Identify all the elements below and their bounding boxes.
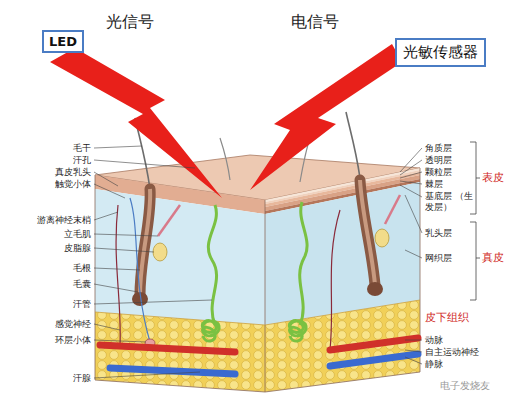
sweat-gland bbox=[300, 202, 307, 325]
leader-line bbox=[405, 357, 422, 364]
leader-line bbox=[94, 248, 154, 252]
sweat-gland bbox=[202, 202, 307, 341]
hair bbox=[346, 112, 360, 178]
blood-vessel bbox=[330, 338, 418, 350]
leader-line bbox=[400, 181, 422, 184]
part-label: 乳头层 bbox=[425, 228, 452, 239]
signal-bolt bbox=[50, 48, 222, 198]
layer-heading: 皮下组织 bbox=[425, 311, 469, 324]
watermark: 电子发烧友 bbox=[440, 380, 490, 392]
sebaceous-gland bbox=[385, 195, 400, 224]
device-label: 光敏传感器 bbox=[403, 43, 478, 62]
layer-heading: 表皮 bbox=[482, 171, 504, 184]
leader-line bbox=[94, 324, 120, 330]
signal-name: 电信号 bbox=[291, 12, 339, 31]
leader-line bbox=[94, 340, 146, 342]
sebaceous-gland bbox=[158, 205, 180, 236]
part-label: 汗管 bbox=[73, 299, 91, 310]
blood-vessel bbox=[100, 338, 418, 374]
device-label: LED bbox=[49, 34, 77, 49]
part-label: 静脉 bbox=[425, 359, 443, 370]
part-label: 角质层 bbox=[425, 143, 452, 154]
nerve bbox=[116, 198, 340, 350]
signal-bolt bbox=[250, 44, 402, 190]
device-box: LED bbox=[42, 30, 84, 53]
sweat-gland bbox=[202, 321, 219, 341]
hair-follicle bbox=[360, 180, 375, 285]
leader-line bbox=[400, 172, 422, 178]
part-label: 动脉 bbox=[425, 335, 443, 346]
sweat-gland bbox=[289, 321, 306, 341]
skin-block bbox=[265, 200, 266, 392]
part-label: 触觉小体 bbox=[55, 179, 91, 190]
part-label: 颗粒层 bbox=[425, 167, 452, 178]
part-label: 基底层 （生发层） bbox=[425, 191, 473, 213]
blood-vessel bbox=[100, 345, 235, 352]
bracket bbox=[470, 142, 480, 214]
skin-block bbox=[95, 155, 420, 392]
hair-follicle bbox=[140, 189, 150, 295]
sebaceous-gland bbox=[153, 195, 400, 261]
part-label: 环层小体 bbox=[55, 335, 91, 346]
part-label: 汗腺 bbox=[73, 373, 91, 384]
leader-line bbox=[94, 300, 212, 304]
part-label: 感觉神经 bbox=[55, 319, 91, 330]
leader-line bbox=[94, 234, 158, 236]
leader-line bbox=[94, 184, 125, 198]
part-label: 毛干 bbox=[73, 143, 91, 154]
leader-line bbox=[94, 268, 140, 270]
skin-block bbox=[265, 300, 420, 392]
device-box: 光敏传感器 bbox=[395, 38, 486, 67]
nerve bbox=[116, 205, 120, 345]
part-label: 立毛肌 bbox=[64, 229, 91, 240]
nerve bbox=[330, 210, 340, 350]
part-label: 透明层 bbox=[425, 155, 452, 166]
leader-line bbox=[400, 148, 422, 172]
leader-line bbox=[94, 146, 142, 148]
part-label: 汗孔 bbox=[73, 155, 91, 166]
part-label: 棘层 bbox=[425, 179, 443, 190]
part-label: 毛囊 bbox=[73, 279, 91, 290]
leader-line bbox=[94, 372, 200, 378]
signal-bolt bbox=[50, 44, 402, 198]
part-label: 毛根 bbox=[73, 263, 91, 274]
sebaceous-gland bbox=[375, 229, 389, 247]
part-label: 自主运动神经 bbox=[425, 347, 479, 358]
hair bbox=[220, 138, 230, 180]
leader-line bbox=[94, 284, 138, 292]
hair-follicle bbox=[360, 180, 375, 285]
leader-line bbox=[94, 172, 118, 186]
blood-vessel bbox=[110, 368, 235, 374]
hair-follicle bbox=[132, 180, 383, 306]
part-label: 网织层 bbox=[425, 253, 452, 264]
hair-follicle bbox=[367, 282, 383, 296]
bracket bbox=[470, 222, 480, 300]
skin-block bbox=[95, 189, 265, 325]
leader-line bbox=[94, 146, 422, 378]
signal-name: 光信号 bbox=[106, 12, 154, 31]
sebaceous-gland bbox=[153, 243, 167, 261]
bracket bbox=[470, 142, 480, 300]
blood-vessel bbox=[330, 354, 418, 366]
leader-line bbox=[400, 185, 422, 197]
skin-block bbox=[95, 168, 420, 392]
leader-line bbox=[405, 350, 422, 352]
layer-heading: 真皮 bbox=[482, 251, 504, 264]
leader-line bbox=[405, 250, 422, 258]
leader-line bbox=[94, 160, 195, 168]
leader-line bbox=[405, 195, 422, 233]
hair-follicle bbox=[140, 189, 150, 295]
sweat-gland bbox=[208, 205, 216, 325]
part-label: 皮脂腺 bbox=[64, 243, 91, 254]
leader-line bbox=[405, 340, 422, 341]
part-label: 真皮乳头 bbox=[55, 167, 91, 178]
part-label: 游离神经末梢 bbox=[37, 215, 91, 226]
leader-line bbox=[94, 212, 118, 220]
